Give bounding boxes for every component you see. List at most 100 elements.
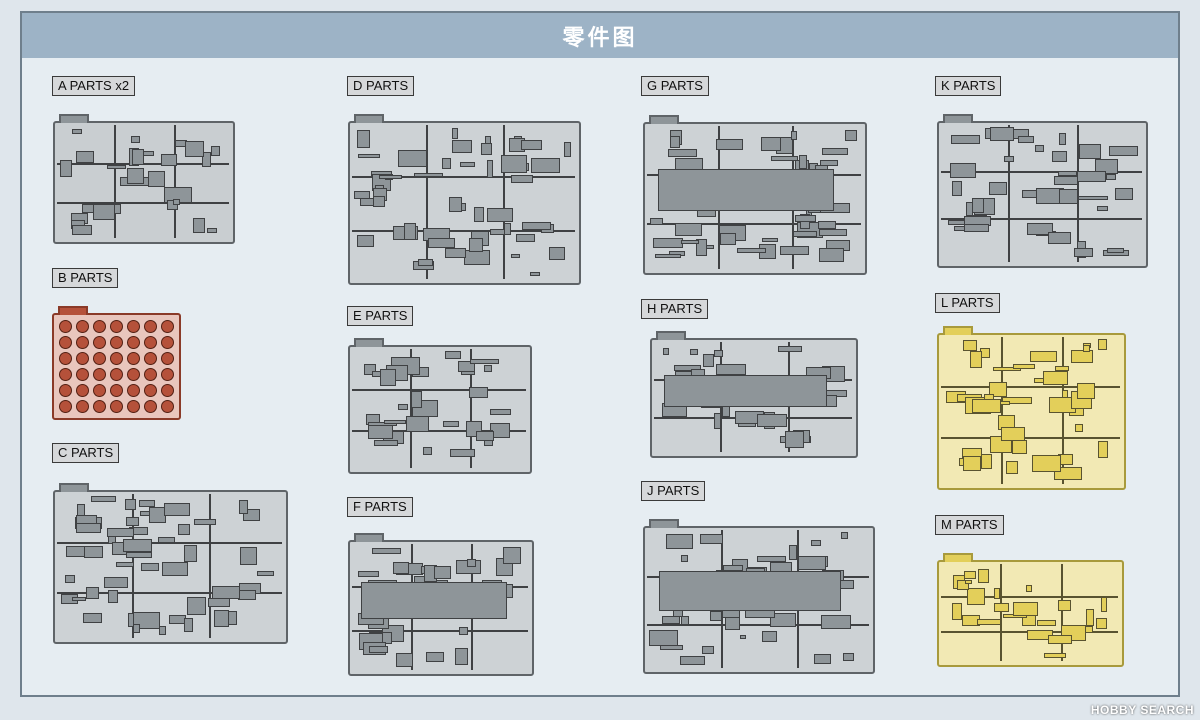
sprue-wheel-part <box>93 368 106 381</box>
sprue-part <box>474 207 484 222</box>
sprue-part <box>72 225 92 235</box>
sprue-part <box>1095 159 1118 174</box>
sprue-wheel-part <box>110 368 123 381</box>
sprue-part <box>72 129 82 134</box>
sprue-part <box>123 539 152 552</box>
sprue-part <box>418 259 433 266</box>
sprue-wheel-part <box>76 400 89 413</box>
sprue-part <box>72 597 86 601</box>
sprue-part <box>490 409 511 415</box>
sprue-part <box>957 580 969 590</box>
sprue-part <box>993 367 1021 371</box>
sprue-part <box>76 151 94 163</box>
sprue-part <box>757 556 786 562</box>
sprue-part <box>1075 424 1083 432</box>
sprue-part <box>761 137 781 151</box>
sprue-part <box>393 562 409 574</box>
sprue-wheel-part <box>76 352 89 365</box>
sprue-part <box>208 598 230 607</box>
sprue-runner <box>503 125 505 279</box>
sprue-part <box>185 141 204 157</box>
sprue-part <box>989 182 1007 195</box>
sprue-runner <box>470 349 472 468</box>
sprue-part <box>1077 171 1106 182</box>
sprue-part <box>1101 597 1107 612</box>
sprue-part <box>139 500 155 507</box>
label-c-parts: C PARTS <box>52 443 120 463</box>
sprue-part <box>184 618 193 632</box>
sprue-part <box>798 556 826 570</box>
sprue-part <box>426 652 444 662</box>
sprue-part <box>511 254 520 258</box>
sprue-part <box>1098 339 1107 350</box>
sprue-part <box>161 154 177 166</box>
sprue-wheel-part <box>144 368 157 381</box>
sprue-runner <box>352 176 575 178</box>
sprue-part <box>662 616 680 624</box>
sprue-runner <box>209 494 211 638</box>
sprue-part <box>127 168 144 184</box>
sprue-part <box>464 250 490 265</box>
sprue-part <box>1048 635 1072 644</box>
watermark-logo: HOBBY SEARCH <box>1090 703 1194 717</box>
sprue-part <box>1043 371 1068 385</box>
sprue-part <box>133 624 140 633</box>
sprue-part <box>1058 171 1077 176</box>
sprue-wheel-part <box>127 384 140 397</box>
sprue-part <box>1058 600 1071 611</box>
label-l-parts: L PARTS <box>935 293 1000 313</box>
header-bar: 零件图 <box>22 13 1178 58</box>
sprue-runner <box>1008 125 1010 262</box>
sprue-part <box>368 425 393 439</box>
sprue-part <box>449 197 462 212</box>
sprue-part <box>442 158 451 169</box>
sprue-part <box>952 181 962 196</box>
sprue-part <box>703 354 714 367</box>
sprue-part <box>1096 618 1107 629</box>
sprue-wheel-part <box>93 400 106 413</box>
sprue-part <box>76 523 101 533</box>
sprue-wheel-part <box>144 384 157 397</box>
sprue-part <box>658 169 834 211</box>
sprue-part <box>1097 206 1108 211</box>
sprue-part <box>423 447 432 455</box>
sprue-part <box>549 247 565 260</box>
label-k-parts: K PARTS <box>935 76 1002 96</box>
sprue-wheel-part <box>76 368 89 381</box>
sprue-part <box>1083 345 1090 352</box>
sprue-part <box>789 545 797 560</box>
sprue-part <box>951 135 980 144</box>
sprue-wheel-part <box>110 336 123 349</box>
sprue-part <box>450 449 475 457</box>
label-j-parts: J PARTS <box>641 481 706 501</box>
sprue-wheel-part <box>59 352 72 365</box>
sprue-part <box>819 248 844 262</box>
sprue-part <box>158 537 175 543</box>
sprue-part <box>452 128 458 139</box>
sprue-part <box>1109 146 1138 156</box>
sprue-part <box>373 196 385 207</box>
sprue-part <box>710 611 722 621</box>
sprue-part <box>125 499 136 510</box>
sprue-part <box>126 517 139 526</box>
sprue-runner <box>352 430 526 432</box>
sprue-part <box>167 200 178 210</box>
sprue-part <box>369 646 388 653</box>
sprue-part <box>484 365 492 372</box>
sprue-part <box>214 610 229 627</box>
sprue-part <box>716 364 746 375</box>
sprue-part <box>364 364 376 375</box>
sprue-part <box>659 571 841 611</box>
sprue-part <box>970 351 982 368</box>
label-a-parts: A PARTS x2 <box>52 76 136 96</box>
sprue-part <box>978 569 989 583</box>
sprue-wheel-part <box>127 400 140 413</box>
sprue-part <box>841 532 848 539</box>
sprue-part <box>384 420 406 424</box>
sprue-part <box>1032 455 1061 472</box>
sprue-part <box>211 146 220 156</box>
sprue-part <box>778 346 802 352</box>
sprue-part <box>487 160 493 178</box>
sprue-part <box>1037 620 1056 626</box>
sprue-part <box>481 143 492 155</box>
